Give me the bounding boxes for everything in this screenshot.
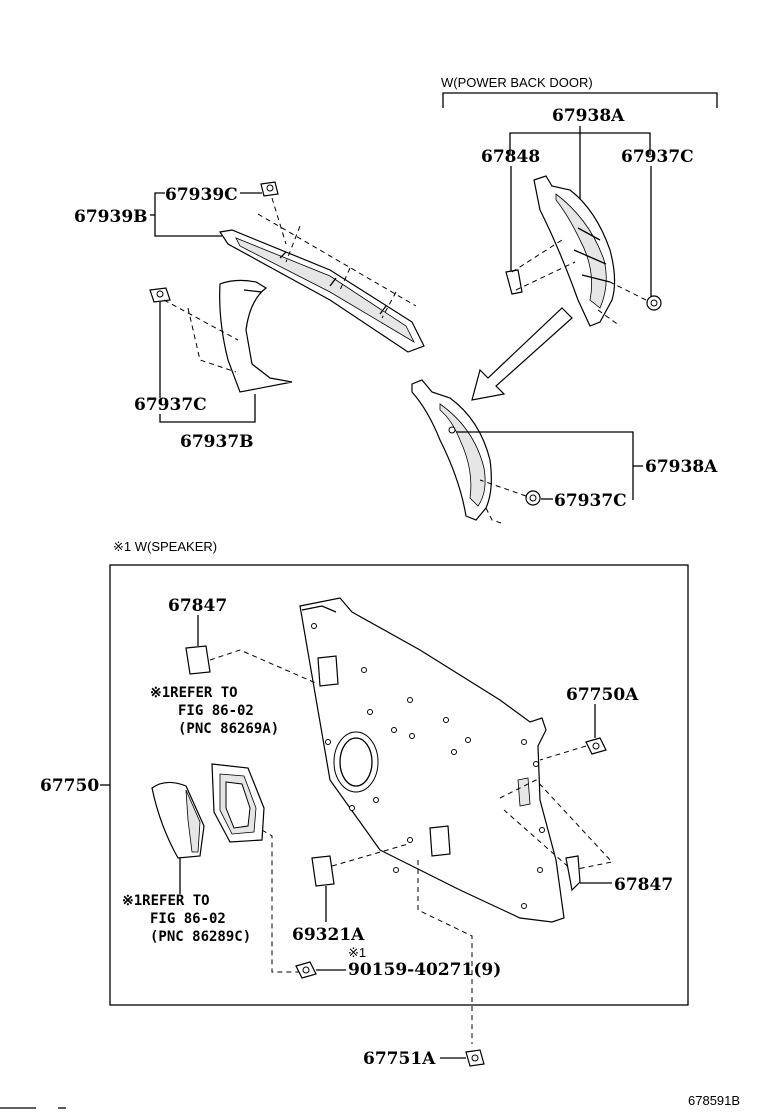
bracket-67938A-right (456, 431, 634, 500)
dash-67847-top (209, 649, 319, 685)
dash-67937C-top (597, 281, 647, 327)
ref1-line1[interactable]: ※1REFER TO (150, 685, 238, 701)
bracket-67937B (159, 394, 256, 423)
roof-garnish-67939B (218, 229, 425, 353)
screw-90159-40271 (295, 961, 317, 979)
power-back-door-note: W(POWER BACK DOOR) (441, 75, 593, 90)
label-67937B[interactable]: 67937B (180, 432, 254, 452)
label-67938A-top[interactable]: 67938A (552, 106, 625, 126)
dash-67937C-bottom (479, 479, 527, 525)
cover-67847-top (185, 645, 211, 675)
clip-67751A (465, 1049, 485, 1067)
label-67937C-bottom[interactable]: 67937C (554, 491, 627, 511)
ref2-line3: (PNC 86289C) (150, 929, 251, 945)
clip-67937C-top (646, 295, 662, 311)
dash-roof-garnish (257, 197, 417, 319)
clip-holes (311, 623, 545, 909)
ref1-line3: (PNC 86269A) (178, 721, 279, 737)
ref2-line2: FIG 86-02 (150, 911, 226, 927)
label-67750A[interactable]: 67750A (566, 685, 639, 705)
label-67848[interactable]: 67848 (481, 147, 540, 167)
speaker-opening (333, 731, 379, 793)
door-trim-board-67750 (299, 597, 565, 923)
label-67750[interactable]: 67750 (40, 776, 99, 796)
ref2-line1[interactable]: ※1REFER TO (122, 893, 210, 909)
plug-69321A (311, 855, 335, 887)
ref1-line2: FIG 86-02 (178, 703, 254, 719)
label-67847-top[interactable]: 67847 (168, 596, 227, 616)
label-67939B[interactable]: 67939B (74, 207, 148, 227)
label-67847-right[interactable]: 67847 (614, 875, 673, 895)
label-67939C[interactable]: 67939C (165, 185, 238, 205)
label-67751A[interactable]: 67751A (363, 1049, 436, 1069)
figure-code: 678591B (688, 1093, 740, 1108)
clip-67750A (585, 737, 607, 755)
pillar-garnish-67938A-lower (411, 379, 492, 521)
label-69321A[interactable]: 69321A (292, 925, 365, 945)
dash-90159 (261, 829, 300, 973)
pillar-garnish-67938A-upper (533, 175, 616, 327)
label-90159-40271[interactable]: 90159-40271(9) (348, 960, 501, 980)
dash-67751A (417, 860, 473, 1044)
speaker-grille (151, 781, 205, 859)
speaker-bracket (211, 763, 265, 843)
dash-67848 (511, 239, 576, 291)
mark-90159: ※1 (348, 945, 366, 960)
label-67937C-top[interactable]: 67937C (621, 147, 694, 167)
direction-arrow (471, 307, 573, 401)
clip-67937C-bottom (525, 490, 541, 506)
clip-67848 (505, 269, 523, 295)
dash-69321A (331, 843, 409, 867)
label-67937C-left[interactable]: 67937C (134, 395, 207, 415)
clip-67939C (260, 181, 279, 197)
cover-67847-right (565, 855, 581, 892)
power-back-door-bracket (442, 92, 718, 108)
label-67938A-right[interactable]: 67938A (645, 457, 718, 477)
dash-67750A (539, 745, 587, 761)
pillar-garnish-67937B (219, 279, 293, 393)
speaker-note: ※1 W(SPEAKER) (113, 539, 217, 554)
clip-67937C-left (149, 287, 171, 303)
